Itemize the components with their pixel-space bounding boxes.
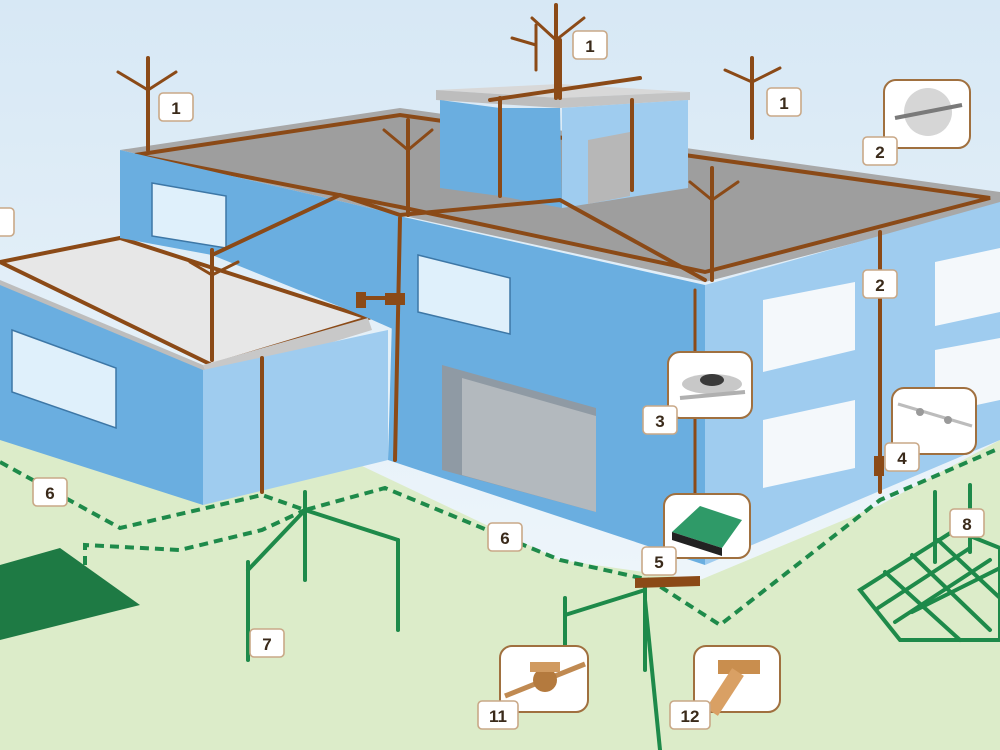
svg-text:12: 12 <box>681 707 700 726</box>
svg-text:3: 3 <box>655 412 664 431</box>
svg-text:4: 4 <box>897 449 907 468</box>
label-3: 3 <box>642 405 678 435</box>
svg-text:8: 8 <box>962 515 971 534</box>
svg-text:5: 5 <box>654 553 663 572</box>
air-terminal <box>723 56 782 140</box>
window <box>935 248 1000 326</box>
label-cropped-left <box>0 207 15 237</box>
earth-plate <box>0 548 140 640</box>
svg-text:7: 7 <box>262 635 271 654</box>
window <box>763 400 855 488</box>
svg-text:2: 2 <box>875 143 884 162</box>
svg-text:1: 1 <box>779 94 788 113</box>
svg-text:1: 1 <box>585 37 594 56</box>
label-1-top: 1 <box>572 30 608 60</box>
label-11: 11 <box>477 700 519 730</box>
photo-test-joint-4 <box>891 387 977 455</box>
air-terminal <box>116 56 178 152</box>
label-5: 5 <box>641 546 677 576</box>
window <box>11 328 117 430</box>
photo-clip-2 <box>883 79 971 149</box>
window <box>417 254 511 335</box>
photo-clamp-12 <box>693 645 781 716</box>
svg-text:11: 11 <box>489 707 507 726</box>
label-6-left: 6 <box>32 477 68 507</box>
down-conductors <box>210 38 884 547</box>
earth-mesh-grid <box>857 483 1000 642</box>
window <box>763 282 855 372</box>
label-2-conductor: 2 <box>862 269 898 299</box>
label-6-front: 6 <box>487 522 523 552</box>
air-terminals <box>116 3 782 362</box>
air-terminal <box>382 118 434 217</box>
air-terminal <box>688 166 740 282</box>
roof-structure <box>436 84 690 208</box>
air-terminal <box>510 3 586 100</box>
air-terminal <box>188 248 240 362</box>
photo-inspection-pit-5 <box>663 493 751 559</box>
svg-text:1: 1 <box>171 99 180 118</box>
label-8: 8 <box>949 508 985 538</box>
label-12: 12 <box>669 700 711 730</box>
roof-door <box>588 132 630 204</box>
photo-clamp-11 <box>499 645 589 713</box>
earthing-system <box>0 446 1000 750</box>
svg-text:6: 6 <box>45 484 54 503</box>
label-7: 7 <box>249 628 285 658</box>
photo-fixing-clip-3 <box>667 351 753 419</box>
label-4: 4 <box>884 442 920 472</box>
left-wing <box>0 235 388 505</box>
svg-text:6: 6 <box>500 529 509 548</box>
label-1-left: 1 <box>158 92 194 122</box>
label-2-photo: 2 <box>862 136 898 166</box>
svg-text:2: 2 <box>875 276 884 295</box>
label-1-right: 1 <box>766 87 802 117</box>
